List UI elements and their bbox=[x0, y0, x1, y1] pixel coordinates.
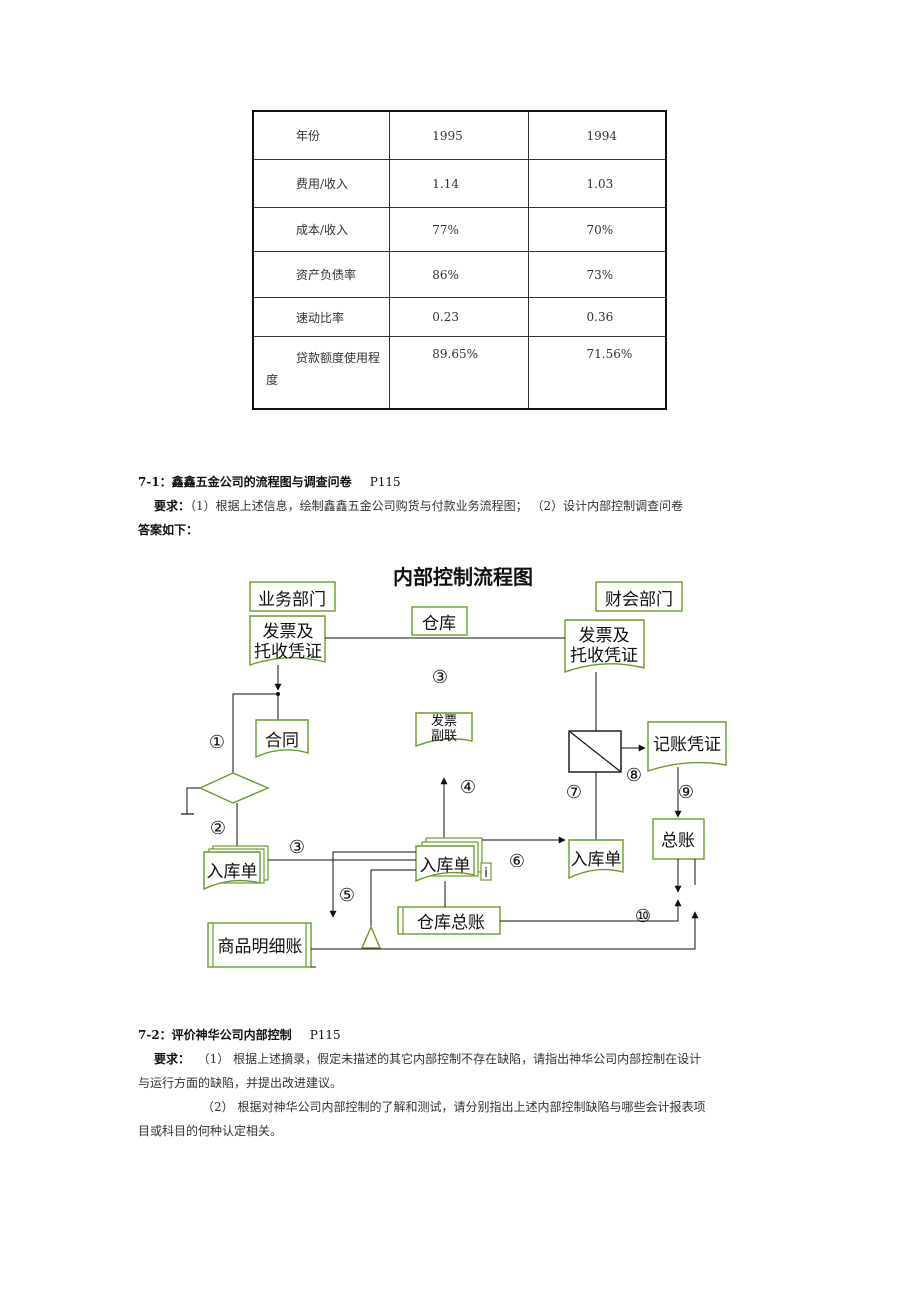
section-title-7-2: 7-2：评价神华公司内部控制 P115 bbox=[138, 1026, 341, 1043]
business-dept-box: 业务部门 bbox=[249, 581, 336, 612]
table-cell: 89.65% bbox=[389, 336, 529, 410]
arrow bbox=[311, 911, 699, 950]
table-cell: 1994 bbox=[527, 110, 667, 160]
table-row: 成本/收入 77% 70% bbox=[252, 207, 667, 252]
table-row: 资产负债率 86% 73% bbox=[252, 251, 667, 298]
answer-label: 答案如下： bbox=[138, 523, 199, 537]
page-ref: P115 bbox=[369, 475, 401, 489]
internal-control-flowchart: 内部控制流程图 业务部门 财会部门 仓库 发票及 托收凭证 发票及 托收凭证 合… bbox=[181, 565, 727, 968]
invoice-right-line2: 托收凭证 bbox=[570, 646, 638, 666]
merge-triangle bbox=[360, 925, 382, 949]
requirement-line: 要求：（1）根据上述信息，绘制鑫鑫五金公司购货与付款业务流程图； （2）设计内部… bbox=[154, 497, 683, 514]
requirement-label: 要求： bbox=[154, 1052, 191, 1066]
invoice-copy-line1: 发票 bbox=[431, 713, 457, 729]
receipt-document-right: 入库单 bbox=[568, 839, 624, 880]
table-header-row: 年份 1995 1994 bbox=[252, 110, 667, 160]
step-label-9: ⑨ bbox=[678, 782, 694, 803]
invoice-document-left: 发票及 托收凭证 bbox=[249, 615, 326, 666]
receipt-center-label: 入库单 bbox=[420, 856, 471, 876]
invoice-copy-line2: 副联 bbox=[431, 729, 457, 744]
step-label-2: ② bbox=[210, 818, 226, 839]
table-row: 速动比率 0.23 0.36 bbox=[252, 297, 667, 337]
table-cell: 资产负债率 bbox=[252, 251, 391, 298]
step-label-3-left: ③ bbox=[289, 837, 305, 858]
table-cell: 86% bbox=[389, 251, 529, 298]
section-title-text: 7-2：评价神华公司内部控制 bbox=[138, 1028, 292, 1042]
table-cell: 1.14 bbox=[389, 159, 529, 208]
table-cell: 年份 bbox=[252, 110, 391, 160]
invoice-right-line1: 发票及 bbox=[579, 626, 630, 646]
arrow bbox=[329, 851, 416, 918]
table-cell: 成本/收入 bbox=[252, 207, 391, 252]
goods-detail-ledger-box: 商品明细账 bbox=[207, 922, 312, 968]
table-cell: 0.36 bbox=[527, 297, 667, 337]
contract-label: 合同 bbox=[265, 731, 299, 751]
table-row: 贷款额度使用程度 89.65% 71.56% bbox=[252, 336, 667, 410]
table-cell: 1.03 bbox=[527, 159, 667, 208]
receipt-right-label: 入库单 bbox=[571, 850, 622, 870]
invoice-left-line2: 托收凭证 bbox=[254, 642, 322, 662]
invoice-copy-document: 发票 副联 bbox=[415, 712, 473, 748]
table-cell: 0.23 bbox=[389, 297, 529, 337]
warehouse-box: 仓库 bbox=[411, 606, 468, 636]
page-ref: P115 bbox=[309, 1028, 341, 1042]
link-line bbox=[232, 693, 278, 780]
contract-document: 合同 bbox=[255, 719, 309, 759]
step-label-7: ⑦ bbox=[566, 782, 582, 803]
table-cell: 73% bbox=[527, 251, 667, 298]
table-cell: 费用/收入 bbox=[252, 159, 391, 208]
table-row: 费用/收入 1.14 1.03 bbox=[252, 159, 667, 208]
finance-dept-box: 财会部门 bbox=[595, 581, 683, 612]
receipt-document-center: 入库单 i bbox=[415, 837, 492, 883]
table-cell: 1995 bbox=[389, 110, 529, 160]
step-label-1: ① bbox=[209, 732, 225, 753]
requirement-1-text: （1） 根据上述摘录，假定未描述的其它内部控制不存在缺陷，请指出神华公司内部控制… bbox=[197, 1052, 702, 1066]
general-ledger-box: 总账 bbox=[652, 818, 705, 860]
requirement-1-continued: 与运行方面的缺陷，并提出改进建议。 bbox=[138, 1076, 343, 1090]
table-cell: 贷款额度使用程度 bbox=[252, 336, 391, 410]
stock-ledger-label: 仓库总账 bbox=[417, 913, 485, 933]
requirement-line: 要求： （1） 根据上述摘录，假定未描述的其它内部控制不存在缺陷，请指出神华公司… bbox=[154, 1050, 701, 1067]
table-cell: 速动比率 bbox=[252, 297, 391, 337]
voucher-document: 记账凭证 bbox=[647, 721, 727, 772]
step-label-6: ⑥ bbox=[509, 851, 525, 872]
table-cell: 71.56% bbox=[527, 336, 667, 410]
warehouse-label: 仓库 bbox=[422, 614, 456, 634]
business-dept-label: 业务部门 bbox=[258, 590, 326, 610]
decision-diamond bbox=[198, 772, 270, 804]
requirement-text: （1）根据上述信息，绘制鑫鑫五金公司购货与付款业务流程图； （2）设计内部控制调… bbox=[190, 499, 684, 513]
table-cell: 77% bbox=[389, 207, 529, 252]
section-title-7-1: 7-1：鑫鑫五金公司的流程图与调查问卷 P115 bbox=[138, 473, 401, 490]
stock-ledger-box: 仓库总账 bbox=[397, 906, 501, 935]
step-label-10: ⑩ bbox=[635, 906, 651, 927]
general-ledger-label: 总账 bbox=[661, 831, 695, 851]
finance-dept-label: 财会部门 bbox=[605, 590, 673, 610]
arrow bbox=[500, 899, 682, 922]
step-label-8: ⑧ bbox=[626, 765, 642, 786]
stack-mark: i bbox=[484, 866, 488, 881]
step-label-5: ⑤ bbox=[339, 885, 355, 906]
receipt-document-left: 入库单 bbox=[203, 845, 269, 891]
collation-box bbox=[568, 730, 622, 773]
requirement-2-continued: 目或科目的何种认定相关。 bbox=[138, 1124, 283, 1138]
requirement-label: 要求： bbox=[154, 499, 191, 513]
goods-detail-label: 商品明细账 bbox=[218, 937, 303, 957]
financial-ratio-table: 年份 1995 1994 费用/收入 1.14 1.03 成本/收入 77% 7… bbox=[252, 110, 667, 410]
step-label-4: ④ bbox=[460, 777, 476, 798]
link-line bbox=[370, 869, 416, 927]
requirement-2-text: （2） 根据对神华公司内部控制的了解和测试，请分别指出上述内部控制缺陷与哪些会计… bbox=[202, 1100, 706, 1114]
step-label-3-top: ③ bbox=[432, 667, 448, 688]
link-line bbox=[186, 787, 200, 814]
invoice-document-right: 发票及 托收凭证 bbox=[564, 619, 645, 673]
voucher-label: 记账凭证 bbox=[653, 735, 721, 755]
invoice-left-line1: 发票及 bbox=[263, 622, 314, 642]
flowchart-title: 内部控制流程图 bbox=[393, 565, 533, 589]
receipt-left-label: 入库单 bbox=[207, 862, 258, 882]
section-title-text: 7-1：鑫鑫五金公司的流程图与调查问卷 bbox=[138, 475, 352, 489]
table-cell: 70% bbox=[527, 207, 667, 252]
